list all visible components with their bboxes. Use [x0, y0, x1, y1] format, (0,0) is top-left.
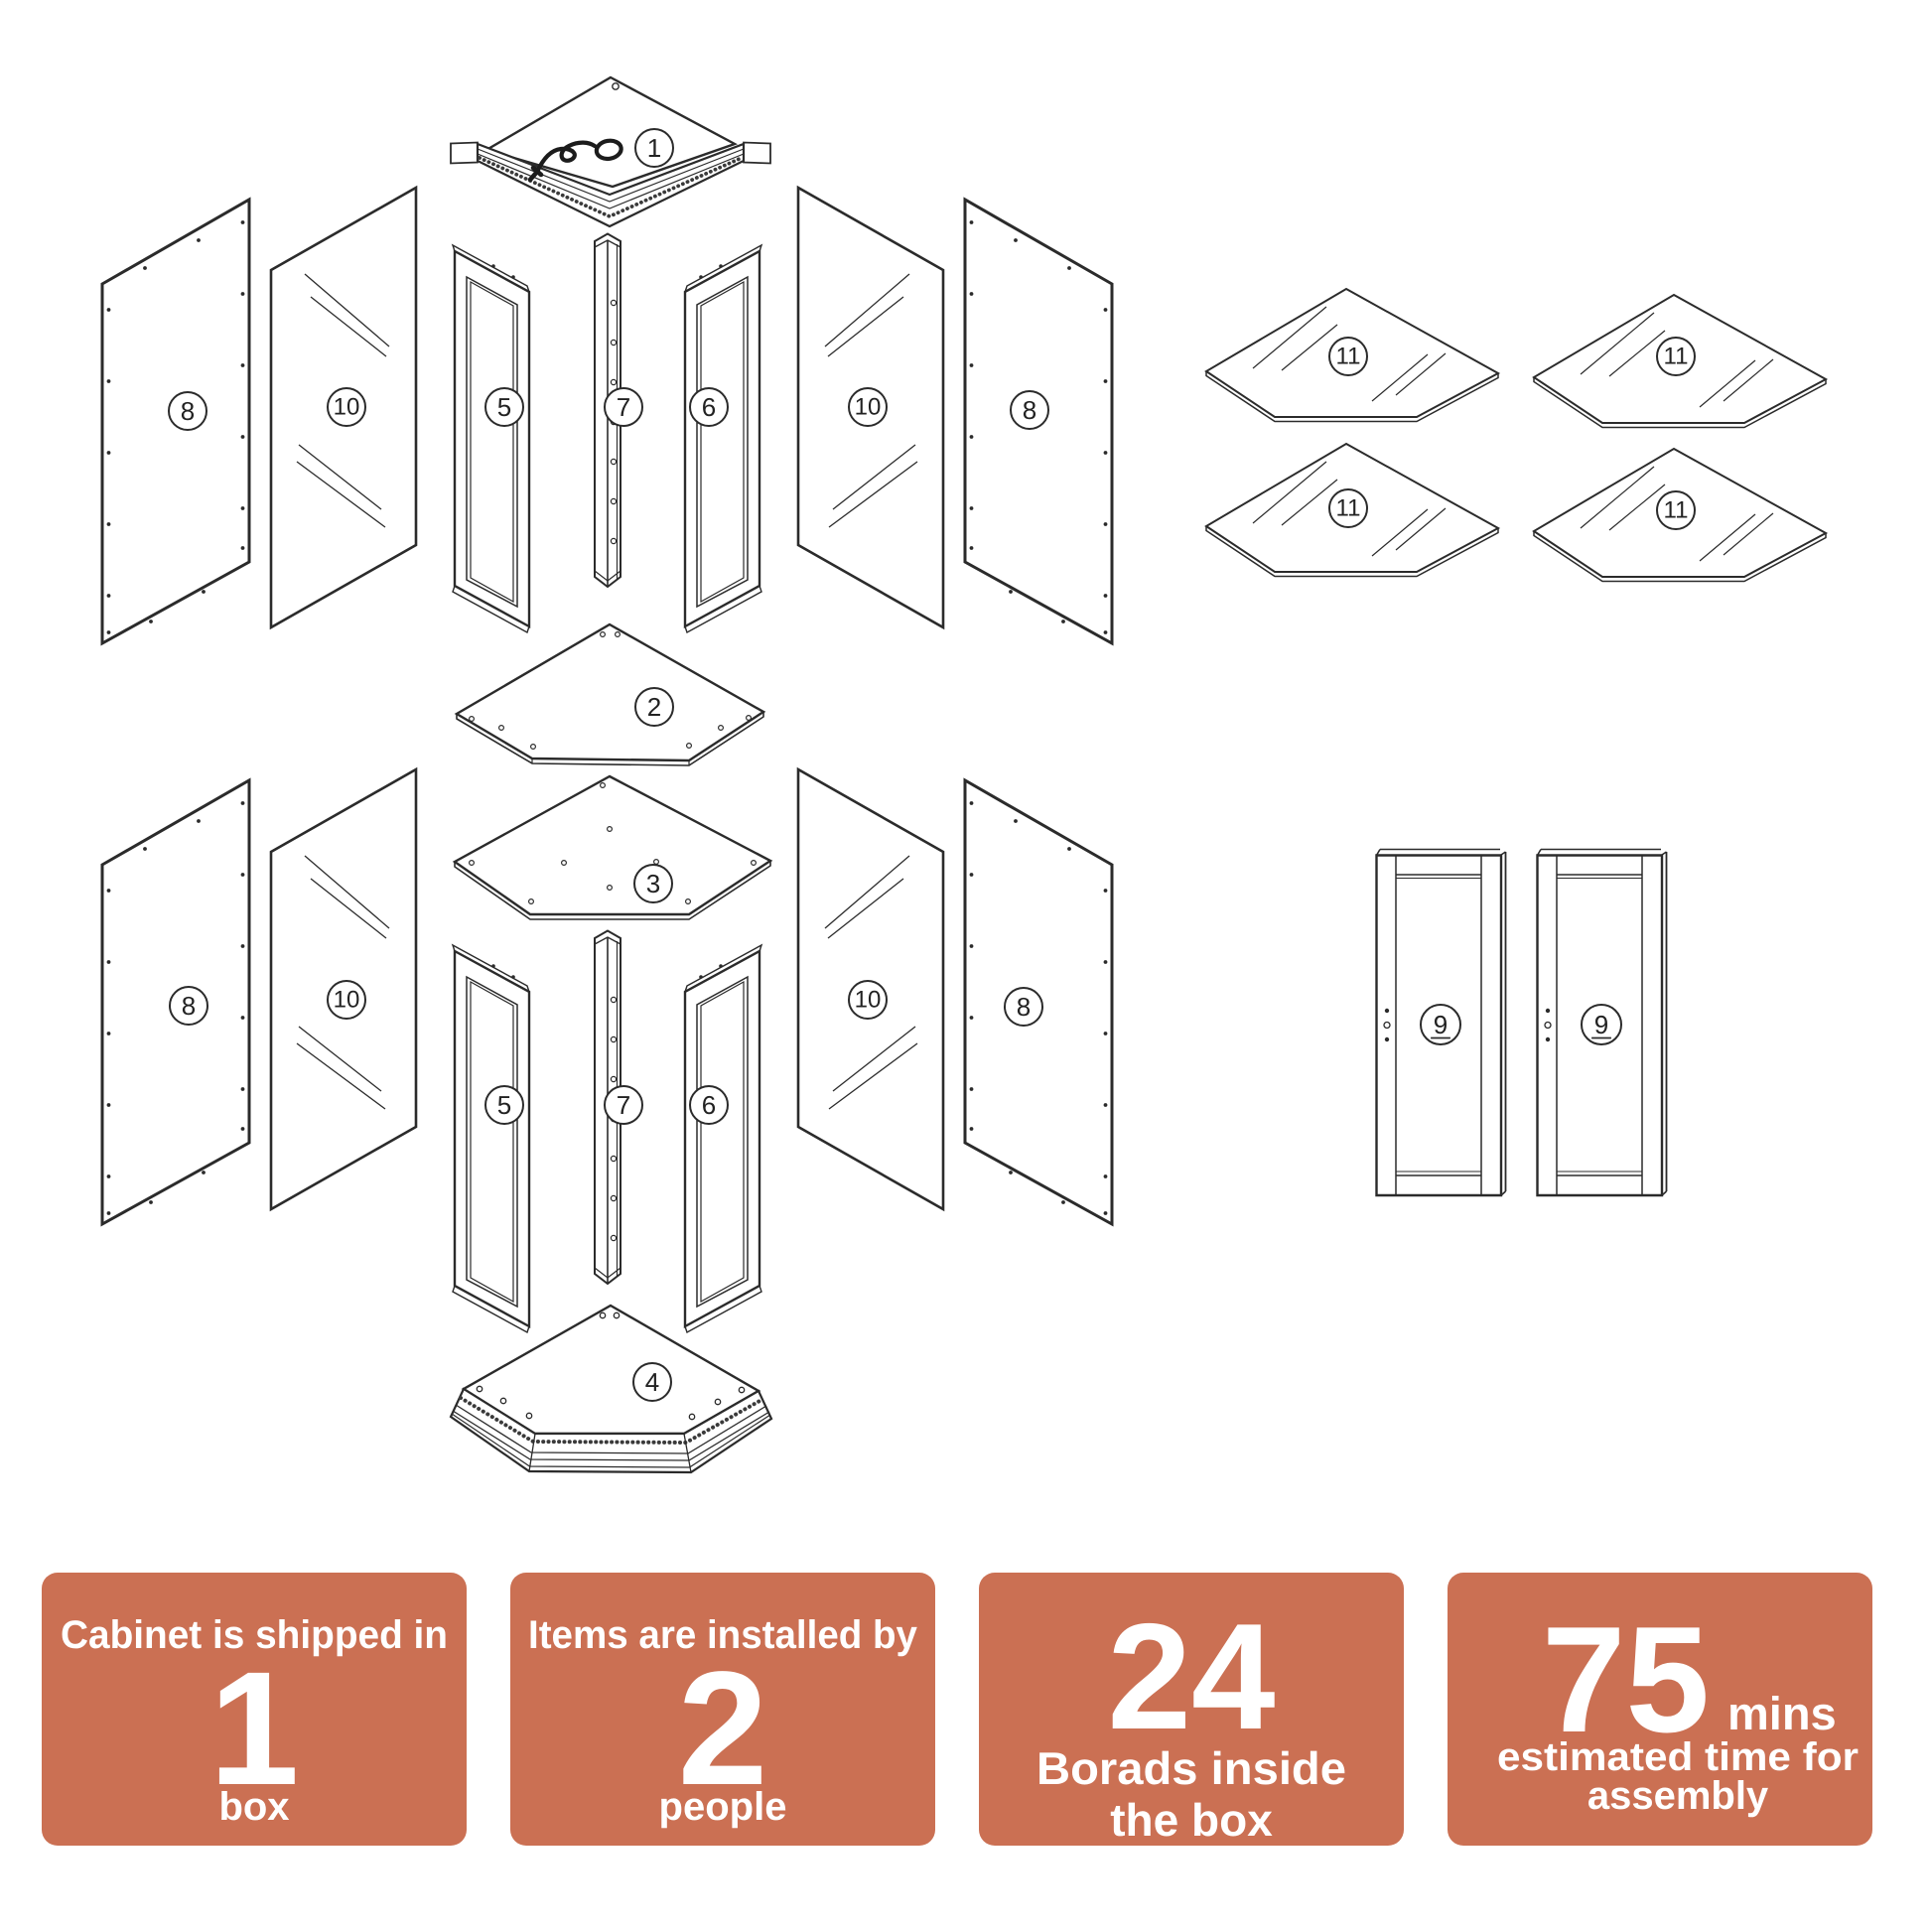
svg-text:5: 5	[497, 1090, 511, 1120]
svg-text:6: 6	[702, 392, 716, 422]
svg-text:1: 1	[647, 133, 661, 163]
svg-text:8: 8	[181, 396, 195, 426]
svg-text:11: 11	[1664, 497, 1689, 524]
svg-text:8: 8	[1023, 395, 1036, 425]
svg-text:11: 11	[1336, 344, 1361, 370]
svg-text:10: 10	[334, 987, 360, 1014]
svg-text:11: 11	[1664, 344, 1689, 370]
svg-text:7: 7	[617, 1090, 630, 1120]
svg-text:Items are installed by: Items are installed by	[528, 1613, 918, 1657]
svg-text:Borads inside: Borads inside	[1036, 1742, 1346, 1794]
svg-text:mins: mins	[1727, 1687, 1837, 1739]
svg-text:10: 10	[855, 394, 882, 421]
svg-text:1: 1	[209, 1637, 300, 1819]
svg-text:8: 8	[182, 991, 196, 1021]
svg-text:estimated time for: estimated time for	[1497, 1735, 1859, 1779]
svg-text:75: 75	[1542, 1595, 1710, 1764]
svg-text:9: 9	[1434, 1010, 1448, 1039]
svg-text:2: 2	[647, 692, 661, 722]
svg-text:3: 3	[646, 869, 660, 898]
svg-text:6: 6	[702, 1090, 716, 1120]
svg-text:Cabinet is shipped in: Cabinet is shipped in	[61, 1613, 448, 1657]
svg-text:5: 5	[497, 392, 511, 422]
svg-text:assembly: assembly	[1587, 1774, 1769, 1818]
svg-text:9: 9	[1594, 1010, 1608, 1039]
svg-text:8: 8	[1017, 992, 1031, 1022]
svg-text:2: 2	[678, 1637, 768, 1819]
svg-text:24: 24	[1107, 1592, 1275, 1761]
svg-text:7: 7	[617, 392, 630, 422]
svg-text:10: 10	[334, 394, 360, 421]
svg-text:4: 4	[645, 1367, 659, 1397]
svg-text:box: box	[218, 1785, 289, 1829]
svg-text:11: 11	[1336, 495, 1361, 522]
svg-text:10: 10	[855, 987, 882, 1014]
svg-text:people: people	[659, 1785, 787, 1829]
svg-text:the box: the box	[1110, 1794, 1273, 1846]
